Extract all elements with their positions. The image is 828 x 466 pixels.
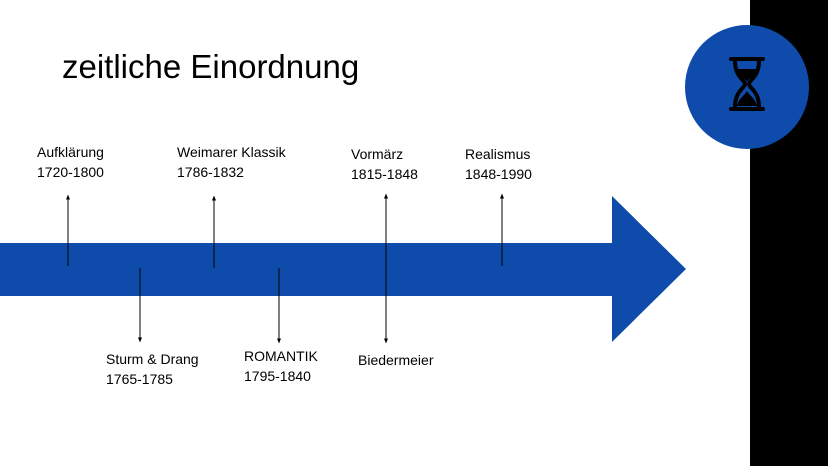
timeline-diagram: [0, 193, 686, 344]
epoch-years: 1786-1832: [177, 164, 244, 180]
epoch-name: Biedermeier: [358, 352, 434, 368]
epoch-name: Realismus: [465, 146, 531, 162]
epoch-years: 1795-1840: [244, 368, 311, 384]
hourglass-badge: [685, 25, 809, 149]
epoch-name: Sturm & Drang: [106, 351, 199, 367]
epoch-label-biedermeier: Biedermeier: [358, 350, 433, 370]
epoch-label-weimarer-klassik: Weimarer Klassik 1786-1832: [177, 142, 286, 182]
epoch-name: ROMANTIK: [244, 348, 318, 364]
epoch-name: Vormärz: [351, 146, 404, 162]
epoch-years: 1848-1990: [465, 166, 532, 182]
epoch-years: 1765-1785: [106, 371, 173, 387]
epoch-years: 1815-1848: [351, 166, 418, 182]
epoch-years: 1720-1800: [37, 164, 104, 180]
slide: zeitliche Einordnung Aufklärung 1720-180…: [0, 0, 750, 466]
hourglass-icon: [685, 25, 809, 149]
epoch-label-aufklaerung: Aufklärung 1720-1800: [37, 142, 104, 182]
epoch-label-romantik: ROMANTIK 1795-1840: [244, 346, 318, 386]
slide-title: zeitliche Einordnung: [62, 48, 360, 85]
epoch-name: Aufklärung: [37, 144, 104, 160]
epoch-label-realismus: Realismus 1848-1990: [465, 144, 532, 184]
epoch-label-sturm-drang: Sturm & Drang 1765-1785: [106, 349, 199, 389]
timeline-arrow: [0, 196, 686, 342]
epoch-label-vormaerz: Vormärz 1815-1848: [351, 144, 418, 184]
epoch-name: Weimarer Klassik: [177, 144, 286, 160]
